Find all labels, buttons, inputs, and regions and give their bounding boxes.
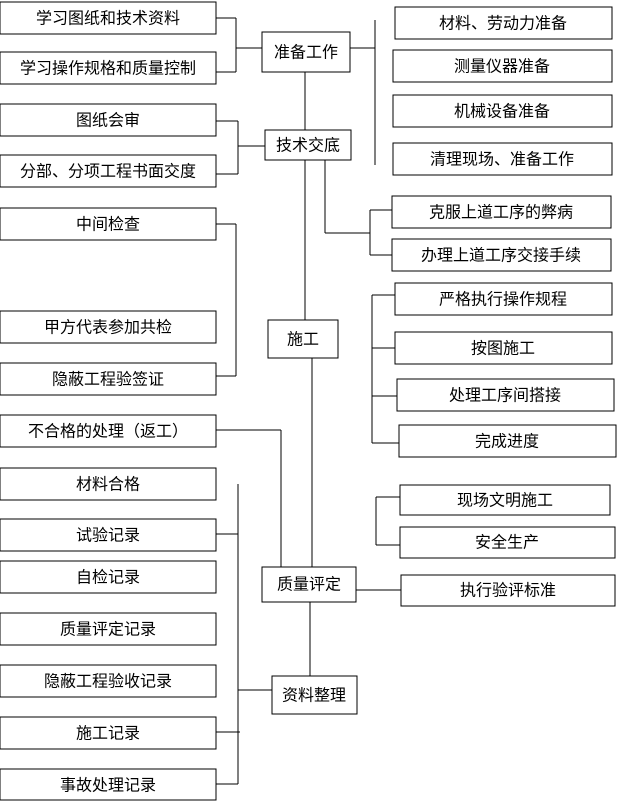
node-self-check: 自检记录 bbox=[0, 560, 217, 594]
node-civilized: 现场文明施工 bbox=[399, 484, 611, 516]
node-joint-inspection-label: 甲方代表参加共检 bbox=[44, 318, 172, 337]
node-standard-label: 执行验评标准 bbox=[460, 581, 556, 600]
node-site-clear-label: 清理现场、准备工作 bbox=[430, 150, 574, 169]
node-safety-label: 安全生产 bbox=[475, 533, 539, 552]
node-site-clear: 清理现场、准备工作 bbox=[392, 142, 613, 176]
node-archive: 资料整理 bbox=[271, 675, 358, 715]
node-study-drawings: 学习图纸和技术资料 bbox=[0, 1, 217, 35]
node-material-ok-label: 材料合格 bbox=[76, 475, 140, 494]
node-prep-label: 准备工作 bbox=[274, 43, 338, 62]
node-build: 施工 bbox=[267, 319, 339, 359]
node-mid-inspection-label: 中间检查 bbox=[76, 215, 140, 234]
node-nonconforming: 不合格的处理（返工） bbox=[0, 414, 217, 448]
node-safety: 安全生产 bbox=[399, 526, 616, 559]
node-construction-record: 施工记录 bbox=[0, 716, 217, 750]
node-study-drawings-label: 学习图纸和技术资料 bbox=[36, 9, 180, 28]
node-tech-label: 技术交底 bbox=[276, 136, 340, 155]
node-materials-labor-label: 材料、劳动力准备 bbox=[439, 14, 567, 33]
node-study-specs: 学习操作规格和质量控制 bbox=[0, 51, 217, 85]
node-accident-record: 事故处理记录 bbox=[0, 768, 217, 801]
node-mid-inspection: 中间检查 bbox=[0, 207, 217, 241]
node-joining-label: 处理工序间搭接 bbox=[449, 386, 561, 405]
node-build-label: 施工 bbox=[287, 330, 319, 349]
node-drawing-review-label: 图纸会审 bbox=[76, 111, 140, 130]
node-machinery-label: 机械设备准备 bbox=[454, 102, 550, 121]
node-archive-label: 资料整理 bbox=[282, 686, 346, 705]
node-test-record: 试验记录 bbox=[0, 518, 217, 552]
node-joint-inspection: 甲方代表参加共检 bbox=[0, 310, 217, 344]
node-construction-record-label: 施工记录 bbox=[76, 724, 140, 743]
node-per-drawing-label: 按图施工 bbox=[471, 339, 535, 358]
node-quality-record-label: 质量评定记录 bbox=[60, 620, 156, 639]
node-concealed-record: 隐蔽工程验收记录 bbox=[0, 664, 217, 698]
node-civilized-label: 现场文明施工 bbox=[457, 491, 553, 510]
node-written-briefing-label: 分部、分项工程书面交度 bbox=[20, 162, 196, 181]
node-standard: 执行验评标准 bbox=[400, 574, 616, 607]
node-written-briefing: 分部、分项工程书面交度 bbox=[0, 154, 217, 188]
node-joining: 处理工序间搭接 bbox=[396, 378, 615, 412]
node-handover: 办理上道工序交接手续 bbox=[391, 238, 612, 272]
node-drawing-review: 图纸会审 bbox=[0, 103, 217, 137]
node-concealed-signoff-label: 隐蔽工程验签证 bbox=[52, 370, 164, 389]
node-progress: 完成进度 bbox=[398, 424, 617, 458]
node-study-specs-label: 学习操作规格和质量控制 bbox=[20, 59, 196, 78]
connector-lines bbox=[216, 17, 401, 785]
node-quality-record: 质量评定记录 bbox=[0, 612, 217, 646]
node-progress-label: 完成进度 bbox=[475, 432, 539, 451]
node-test-record-label: 试验记录 bbox=[76, 526, 140, 545]
node-strict-rules: 严格执行操作规程 bbox=[394, 282, 613, 316]
node-accident-record-label: 事故处理记录 bbox=[60, 776, 156, 795]
node-survey: 测量仪器准备 bbox=[392, 49, 613, 83]
node-concealed-signoff: 隐蔽工程验签证 bbox=[0, 362, 217, 396]
node-strict-rules-label: 严格执行操作规程 bbox=[439, 290, 567, 309]
node-tech: 技术交底 bbox=[264, 129, 352, 161]
node-quality-label: 质量评定 bbox=[277, 575, 341, 594]
node-nonconforming-label: 不合格的处理（返工） bbox=[28, 422, 188, 441]
node-concealed-record-label: 隐蔽工程验收记录 bbox=[44, 672, 172, 691]
node-handover-label: 办理上道工序交接手续 bbox=[421, 246, 581, 265]
node-survey-label: 测量仪器准备 bbox=[454, 57, 550, 76]
node-per-drawing: 按图施工 bbox=[394, 331, 613, 365]
node-overcome-defects: 克服上道工序的弊病 bbox=[391, 195, 612, 229]
node-machinery: 机械设备准备 bbox=[392, 94, 613, 128]
node-prep: 准备工作 bbox=[261, 31, 351, 73]
node-quality: 质量评定 bbox=[261, 566, 357, 603]
node-materials-labor: 材料、劳动力准备 bbox=[394, 6, 613, 40]
node-material-ok: 材料合格 bbox=[0, 467, 217, 501]
node-overcome-defects-label: 克服上道工序的弊病 bbox=[429, 203, 573, 222]
node-self-check-label: 自检记录 bbox=[76, 568, 140, 587]
